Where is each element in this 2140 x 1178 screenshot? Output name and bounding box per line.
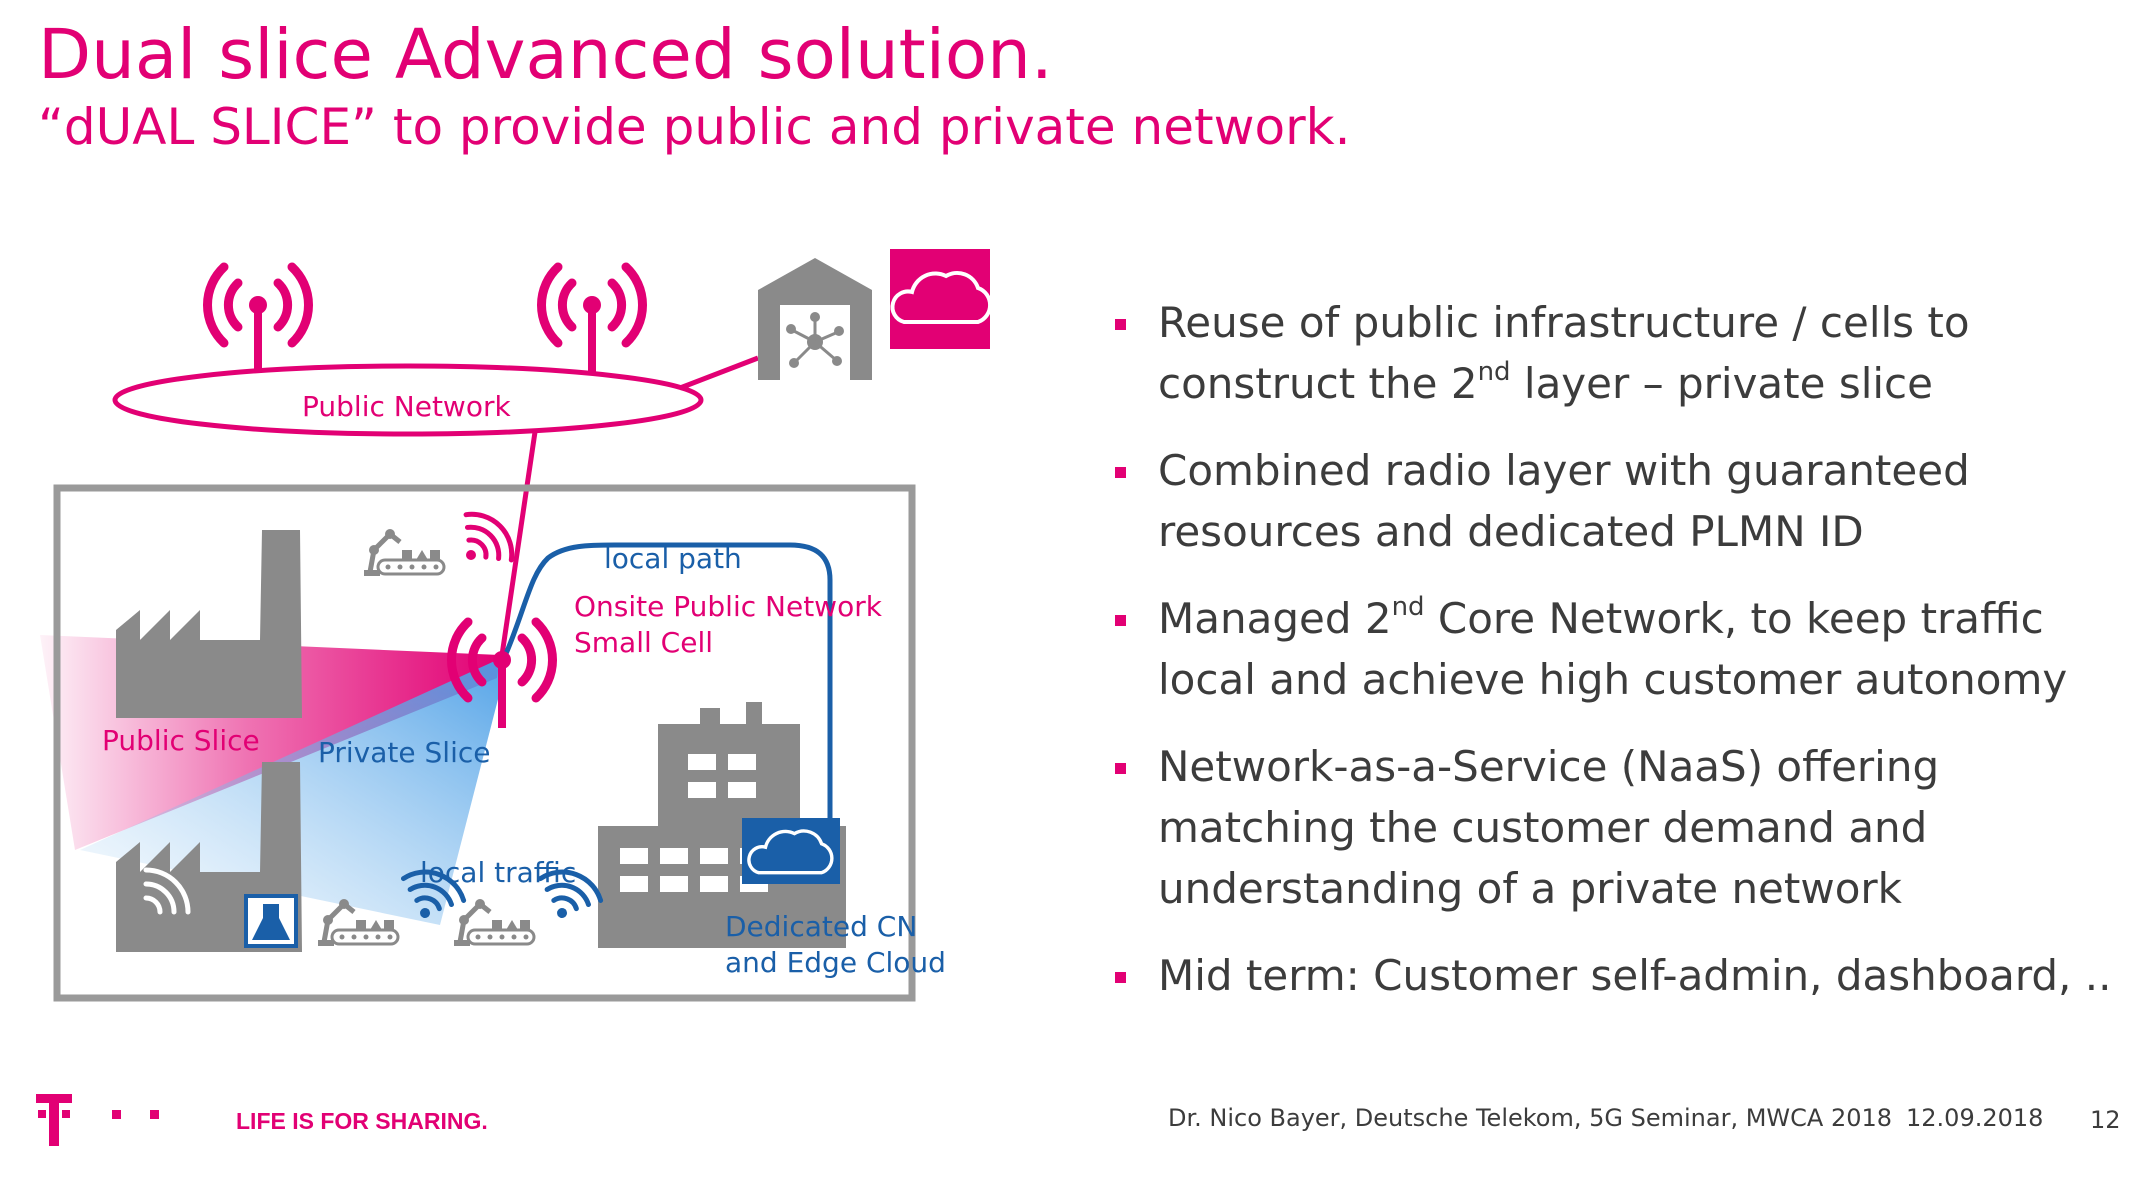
cell-tower-icon: [207, 267, 308, 373]
onsite-small-cell-label-line1: Onsite Public Network: [574, 590, 883, 623]
wifi-icon: [445, 503, 523, 581]
onsite-small-cell-label-line2: Small Cell: [574, 626, 713, 659]
bullet-item: Mid term: Customer self-admin, dashboard…: [1110, 945, 2130, 1006]
bullet-item: Reuse of public infrastructure / cells t…: [1110, 292, 2130, 414]
factory-icon: [116, 530, 302, 718]
bullet-item: Network-as-a-Service (NaaS) offering mat…: [1110, 736, 2130, 919]
robot-arm-icon: [454, 899, 534, 946]
private-slice-label: Private Slice: [318, 736, 490, 769]
public-slice-label: Public Slice: [102, 724, 260, 757]
bullet-item: Combined radio layer with guaranteed res…: [1110, 440, 2130, 562]
slide-subtitle: “dUAL SLICE” to provide public and priva…: [38, 98, 1351, 156]
telekom-logo: [36, 1094, 159, 1146]
local-path-label: local path: [604, 542, 742, 575]
dedicated-cn-label-line2: and Edge Cloud: [725, 946, 946, 979]
robot-arm-icon: [364, 529, 444, 576]
tagline: LIFE IS FOR SHARING.: [236, 1108, 488, 1134]
page-number: 12: [2090, 1106, 2121, 1134]
public-cloud-box: [890, 249, 990, 349]
wireless-signal-icon: [143, 867, 191, 915]
bullet-list: Reuse of public infrastructure / cells t…: [1110, 292, 2130, 1032]
dedicated-cn-label-line1: Dedicated CN: [725, 910, 917, 943]
local-traffic-label: local traffic: [420, 856, 576, 889]
public-network-ring: [112, 363, 704, 437]
data-center-icon: [758, 258, 872, 380]
local-path-line: [502, 542, 833, 818]
public-network-label: Public Network: [302, 390, 511, 423]
presenter-info: Dr. Nico Bayer, Deutsche Telekom, 5G Sem…: [1168, 1104, 1893, 1132]
footer-date: 12.09.2018: [1906, 1104, 2044, 1132]
network-diagram: Public Network local path Onsite Public …: [40, 249, 993, 1002]
cell-tower-icon: [541, 267, 642, 373]
slide-title: Dual slice Advanced solution.: [38, 15, 1053, 95]
bullet-item: Managed 2nd Core Network, to keep traffi…: [1110, 588, 2130, 710]
enterprise-campus-frame: [53, 484, 916, 1002]
